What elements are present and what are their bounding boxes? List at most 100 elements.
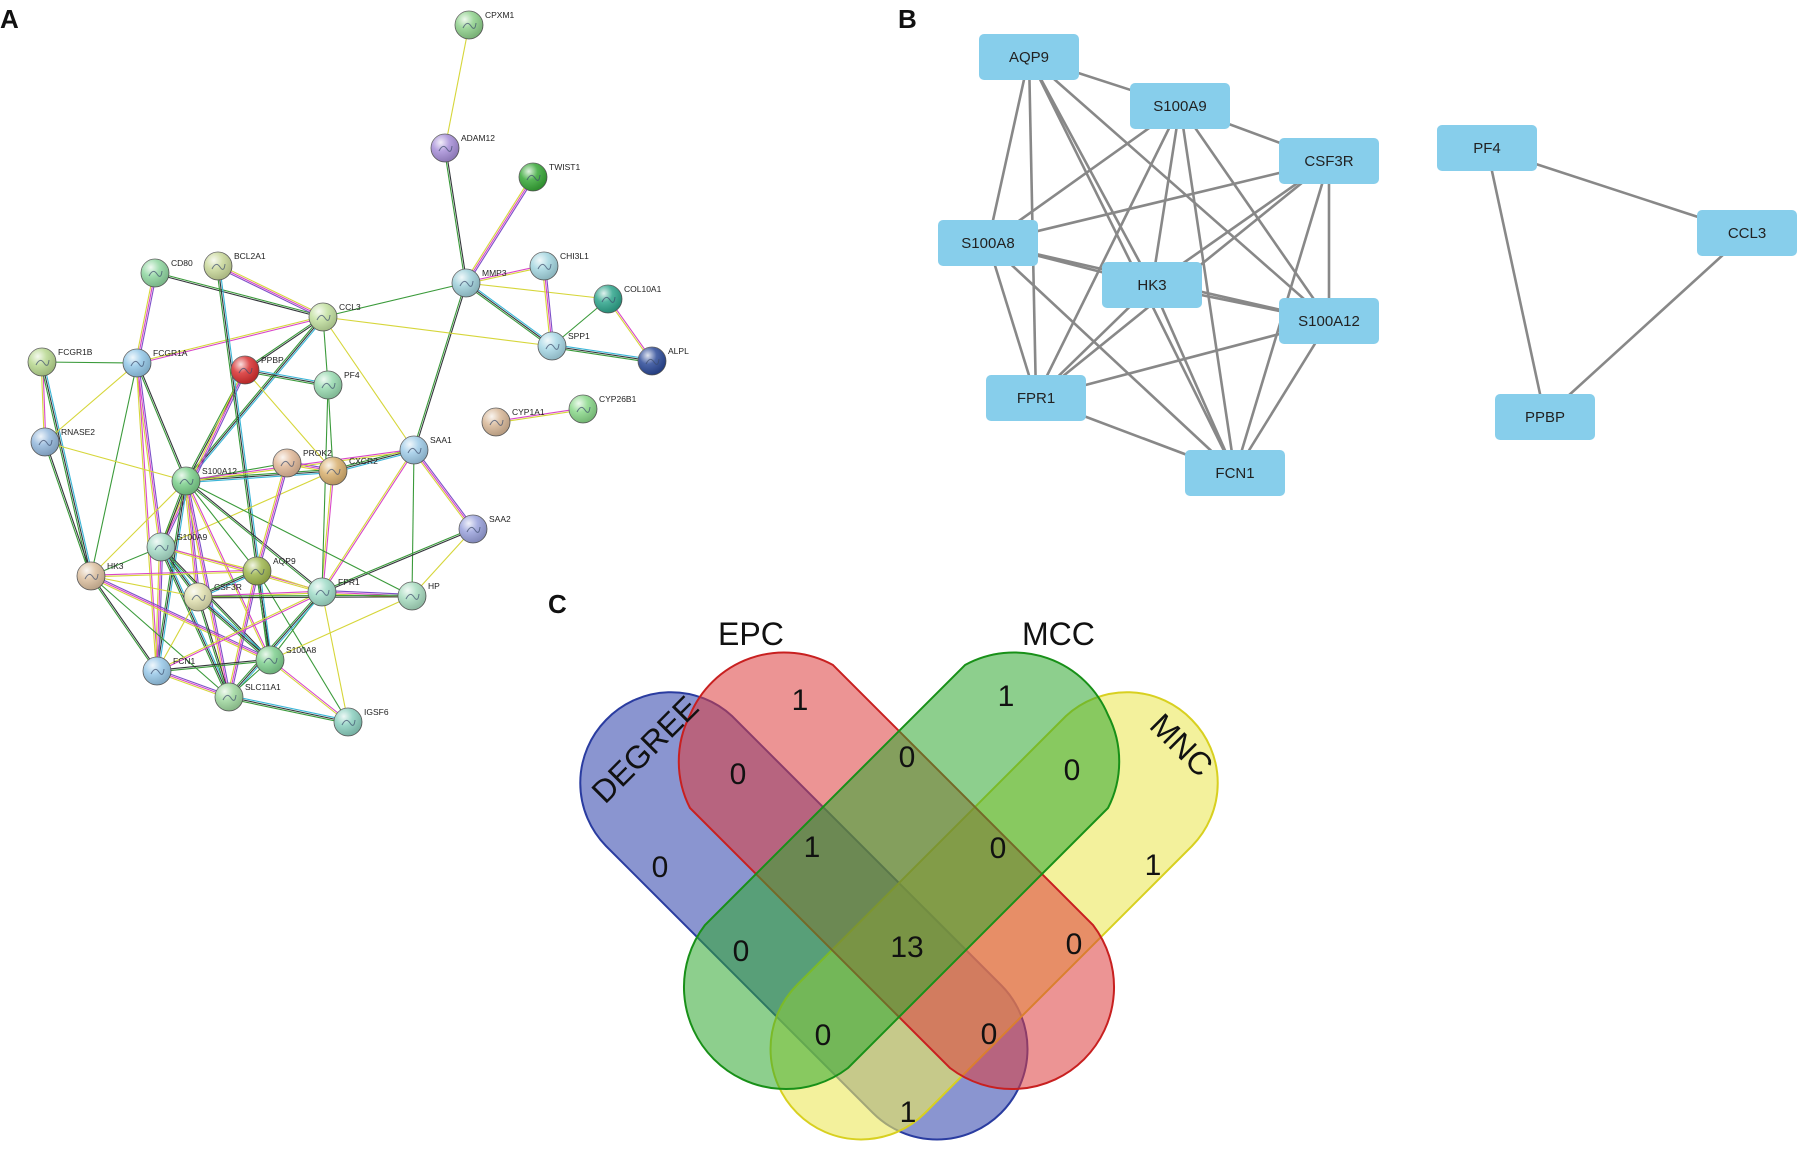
string-edge-hk3-s100a8 xyxy=(90,574,271,662)
string-edge-slc11a1-igsf6 xyxy=(228,694,349,725)
hub-edge-ccl3-ppbp xyxy=(1544,232,1748,418)
string-network-panel: CPXM1ADAM12TWIST1CD80BCL2A1MMP3CHI3L1COL… xyxy=(27,10,689,737)
string-edge-rnase2-s100a12 xyxy=(44,441,187,482)
venn-count-epc-mnc: 0 xyxy=(1066,928,1083,961)
string-edge-mmp3-spp1 xyxy=(464,281,554,348)
venn-count-degree-only: 0 xyxy=(652,851,669,884)
string-edge-fcgr1b-hk3 xyxy=(39,361,94,577)
string-node-label-s100a9: S100A9 xyxy=(177,532,208,542)
string-edge-bcl2a1-s100a8 xyxy=(215,265,273,661)
string-edge-twist1-mmp3 xyxy=(464,175,535,285)
string-node-fcgr1a: FCGR1A xyxy=(122,348,188,378)
string-edge-saa1-hp xyxy=(411,449,415,597)
string-edge-csf3r-slc11a1 xyxy=(196,596,231,698)
hub-edge-s100a8-fcn1 xyxy=(987,242,1236,474)
hub-node-fpr1: FPR1 xyxy=(986,375,1086,421)
string-edge-saa1-saa2 xyxy=(412,448,475,531)
string-edge-saa1-fpr1 xyxy=(320,449,416,593)
hub-edge-aqp9-s100a12 xyxy=(1028,56,1330,322)
string-edge-fpr1-slc11a1 xyxy=(227,590,324,699)
venn-count-degree-epc-mcc: 1 xyxy=(804,831,821,864)
string-node-label-igsf6: IGSF6 xyxy=(364,707,389,717)
hub-node-s100a8: S100A8 xyxy=(938,220,1038,266)
venn-count-epc-only: 1 xyxy=(792,684,809,717)
venn-ellipse-mcc xyxy=(682,651,1121,1091)
hub-node-label-ccl3: CCL3 xyxy=(1728,225,1766,242)
string-node-label-alpl: ALPL xyxy=(668,346,689,356)
string-edge-cxcr2-fpr1 xyxy=(320,470,335,593)
venn-count-mnc-only: 1 xyxy=(1145,849,1162,882)
string-node-mmp3: MMP3 xyxy=(451,268,507,298)
string-node-label-ccl3: CCL3 xyxy=(339,302,361,312)
string-node-label-ppbp: PPBP xyxy=(261,355,284,365)
string-edge-aqp9-s100a8 xyxy=(255,570,272,661)
string-node-label-cxcr2: CXCR2 xyxy=(349,456,378,466)
hub-node-label-s100a9: S100A9 xyxy=(1153,98,1206,115)
venn-label-mcc: MCC xyxy=(1022,616,1095,652)
string-node-s100a9: S100A9 xyxy=(146,532,208,562)
string-node-label-cd80: CD80 xyxy=(171,258,193,268)
hub-node-label-csf3r: CSF3R xyxy=(1304,153,1353,170)
string-node-label-bcl2a1: BCL2A1 xyxy=(234,251,266,261)
string-node-alpl: ALPL xyxy=(637,346,689,376)
string-node-aqp9: AQP9 xyxy=(242,556,296,586)
string-edge-hp-csf3r xyxy=(197,594,413,599)
string-edge-hk3-fcn1 xyxy=(89,575,159,672)
string-node-slc11a1: SLC11A1 xyxy=(214,682,281,712)
string-node-spp1: SPP1 xyxy=(537,331,590,361)
string-node-label-s100a8: S100A8 xyxy=(286,645,317,655)
panel-label-b: B xyxy=(898,4,917,34)
string-node-label-fcn1: FCN1 xyxy=(173,656,195,666)
string-node-fcn1: FCN1 xyxy=(142,656,195,686)
panel-label-c: C xyxy=(548,589,567,619)
string-node-igsf6: IGSF6 xyxy=(333,707,389,737)
string-node-fpr1: FPR1 xyxy=(307,577,360,607)
string-edge-cyp1a1-cyp26b1 xyxy=(495,407,584,424)
string-node-adam12: ADAM12 xyxy=(430,133,495,163)
hub-node-csf3r: CSF3R xyxy=(1279,138,1379,184)
hub-gene-network-panel: AQP9S100A9CSF3RS100A8HK3S100A12FPR1FCN1P… xyxy=(938,34,1797,496)
string-node-label-rnase2: RNASE2 xyxy=(61,427,95,437)
string-node-saa2: SAA2 xyxy=(458,514,511,544)
string-edge-s100a12-fpr1 xyxy=(185,479,323,594)
string-node-s100a12: S100A12 xyxy=(171,466,237,496)
string-node-s100a8: S100A8 xyxy=(255,645,317,675)
hub-node-ccl3: CCL3 xyxy=(1697,210,1797,256)
string-edge-hk3-slc11a1 xyxy=(90,575,230,698)
hub-node-fcn1: FCN1 xyxy=(1185,450,1285,496)
hub-gene-network-edges xyxy=(986,55,1748,475)
string-edge-fcn1-s100a8 xyxy=(156,658,271,673)
string-edge-ccl3-ppbp xyxy=(244,315,324,372)
hub-edge-hk3-fcn1 xyxy=(1150,284,1237,474)
venn-count-degree-mcc-mnc: 0 xyxy=(815,1019,832,1052)
string-node-label-cyp1a1: CYP1A1 xyxy=(512,407,545,417)
hub-edge-s100a12-fcn1 xyxy=(1233,320,1331,474)
string-node-cpxm1: CPXM1 xyxy=(454,10,515,40)
string-node-label-fpr1: FPR1 xyxy=(338,577,360,587)
string-node-ppbp: PPBP xyxy=(230,355,284,385)
string-node-cyp1a1: CYP1A1 xyxy=(481,407,545,437)
string-edge-fpr1-fcn1 xyxy=(156,590,323,673)
hub-edge-s100a8-fpr1 xyxy=(986,242,1038,399)
hub-node-label-pf4: PF4 xyxy=(1473,140,1501,157)
hub-node-label-fpr1: FPR1 xyxy=(1017,390,1055,407)
hub-node-pf4: PF4 xyxy=(1437,125,1537,171)
string-edge-ppbp-cxcr2 xyxy=(244,369,334,472)
string-edge-pf4-fpr1 xyxy=(321,384,329,593)
venn-diagram: DEGREE EPC MCC MNC 0 1 1 1 0 0 0 1 0 0 1… xyxy=(579,616,1220,1141)
string-node-label-slc11a1: SLC11A1 xyxy=(245,682,281,692)
string-edge-ccl3-bcl2a1 xyxy=(217,264,324,319)
string-edge-ccl3-saa1 xyxy=(322,316,415,451)
hub-gene-network-nodes: AQP9S100A9CSF3RS100A8HK3S100A12FPR1FCN1P… xyxy=(938,34,1797,496)
string-edge-rnase2-hk3 xyxy=(43,441,93,577)
string-node-label-twist1: TWIST1 xyxy=(549,162,580,172)
string-edge-mmp3-saa1 xyxy=(412,282,468,451)
hub-node-s100a12: S100A12 xyxy=(1279,298,1379,344)
hub-edge-s100a9-hk3 xyxy=(1150,105,1182,286)
string-node-hp: HP xyxy=(397,581,440,611)
string-edge-s100a8-igsf6 xyxy=(269,658,349,724)
venn-count-all-four: 13 xyxy=(890,931,923,964)
string-node-rnase2: RNASE2 xyxy=(30,427,95,457)
string-edge-s100a12-aqp9 xyxy=(185,480,258,572)
hub-edge-s100a9-fcn1 xyxy=(1178,105,1237,474)
